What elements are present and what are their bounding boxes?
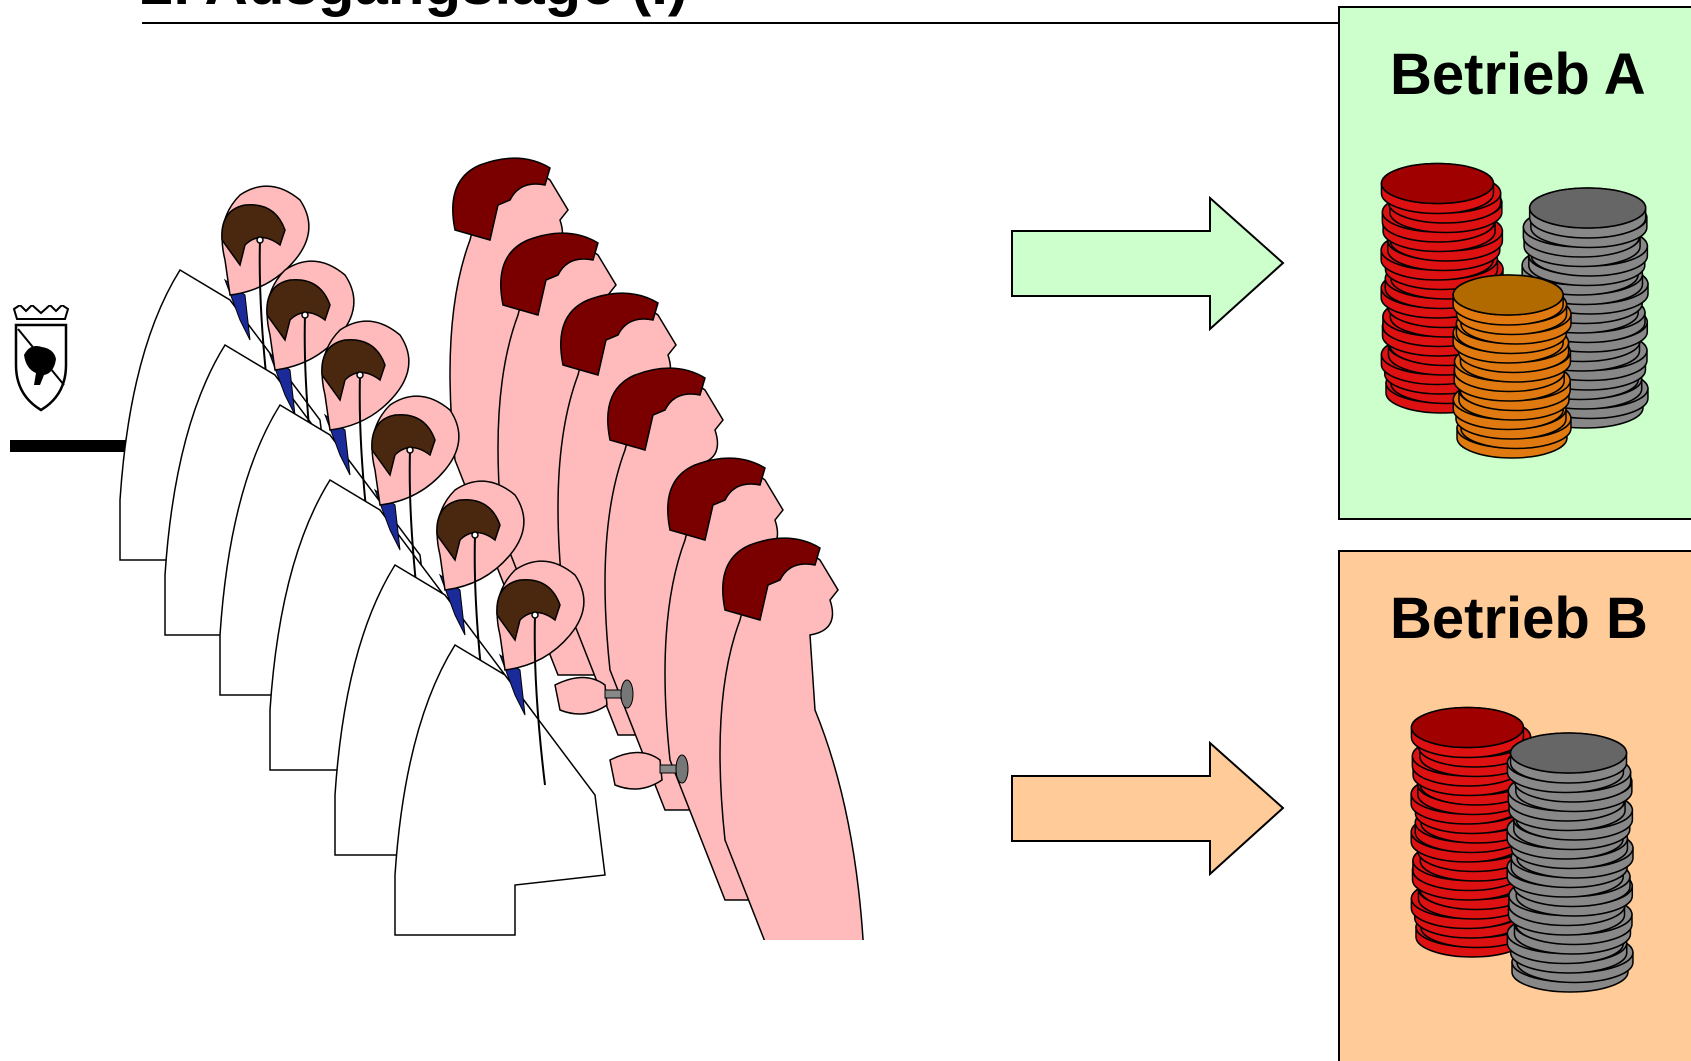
slide-title: 2. Ausgangslage (I) xyxy=(140,0,688,14)
arrow-right-icon xyxy=(1010,196,1285,331)
coin-stack-orange xyxy=(1453,275,1571,458)
patient-figure xyxy=(720,538,865,940)
company-label-a: Betrieb A xyxy=(1390,46,1646,104)
bern-coat-of-arms-icon xyxy=(10,305,72,415)
coin-stacks-icon xyxy=(1380,158,1680,498)
coin-stack-grey xyxy=(1507,733,1633,992)
company-box-b: Betrieb B xyxy=(1338,550,1691,1061)
company-label-b: Betrieb B xyxy=(1390,590,1648,648)
title-divider xyxy=(142,22,1342,24)
company-box-a: Betrieb A xyxy=(1338,6,1691,520)
arrow-right-icon xyxy=(1010,741,1285,876)
coin-stacks-icon xyxy=(1380,702,1680,1042)
doctors-examining-patients-illustration xyxy=(100,140,930,940)
